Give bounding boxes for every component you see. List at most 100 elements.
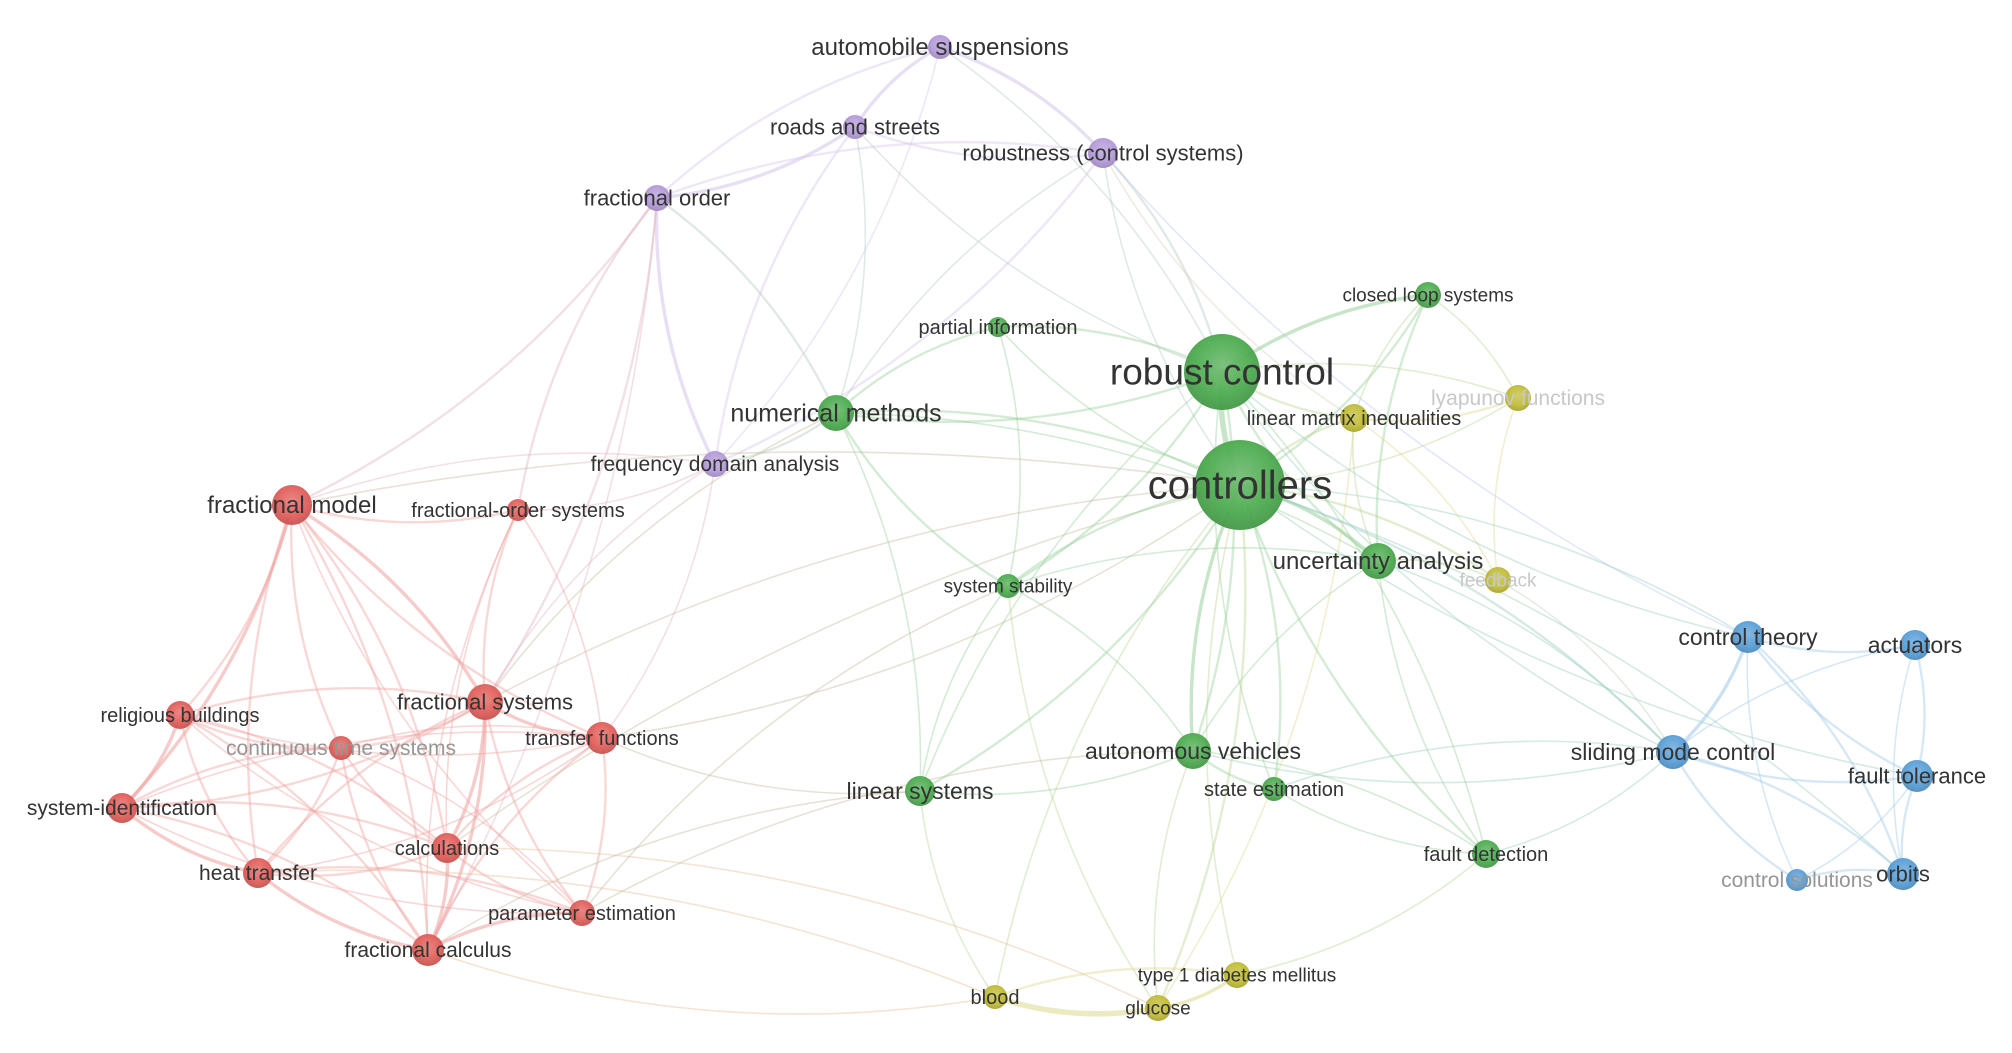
label-fractional-systems: fractional systems: [397, 689, 573, 714]
edge: [834, 370, 1224, 423]
node-fractional-systems[interactable]: [467, 684, 503, 720]
node-fractional-calculus[interactable]: [412, 934, 444, 966]
node-state-estimation[interactable]: [1262, 777, 1286, 801]
node-religious-buildings[interactable]: [166, 701, 194, 729]
node-fault-detection[interactable]: [1472, 840, 1500, 868]
node-orbits[interactable]: [1887, 858, 1919, 890]
node-type-1-diabetes-mellitus[interactable]: [1224, 962, 1250, 988]
edge: [178, 687, 487, 717]
label-robustness-control-systems: robustness (control systems): [962, 140, 1243, 165]
edge: [601, 484, 1241, 739]
node-frequency-domain-analysis[interactable]: [702, 451, 728, 477]
node-robust-control[interactable]: [1184, 334, 1260, 410]
node-lyapunov-functions[interactable]: [1505, 385, 1531, 411]
edge: [517, 463, 716, 511]
label-sliding-mode-control: sliding mode control: [1571, 739, 1776, 765]
label-parameter-estimation: parameter estimation: [488, 903, 676, 925]
label-heat-transfer: heat transfer: [199, 862, 317, 885]
edge: [427, 197, 658, 951]
edge: [994, 484, 1241, 998]
node-fractional-order-systems[interactable]: [507, 499, 529, 521]
label-control-theory: control theory: [1678, 624, 1818, 650]
node-linear-matrix-inequalities[interactable]: [1340, 404, 1368, 432]
edge: [1671, 635, 1750, 754]
node-roads-and-streets[interactable]: [843, 115, 867, 139]
edge: [854, 126, 1223, 373]
edge: [1493, 397, 1519, 581]
edge: [120, 503, 294, 810]
node-automobile-suspensions[interactable]: [928, 35, 952, 59]
edge: [178, 713, 260, 875]
node-control-solutions[interactable]: [1786, 869, 1808, 891]
edge: [1238, 483, 1675, 754]
edge: [120, 746, 343, 810]
edges-layer: [120, 45, 1926, 1017]
node-uncertainty-analysis[interactable]: [1360, 543, 1396, 579]
label-automobile-suspensions: automobile suspensions: [811, 34, 1069, 61]
label-state-estimation: state estimation: [1204, 779, 1344, 801]
edge: [1007, 585, 1194, 752]
edge: [290, 196, 659, 507]
node-closed-loop-systems[interactable]: [1415, 282, 1441, 308]
edge: [446, 847, 1159, 1009]
edge: [1205, 484, 1241, 976]
edge: [426, 911, 584, 952]
node-numerical-methods[interactable]: [818, 395, 854, 431]
node-robustness-control-systems[interactable]: [1088, 138, 1118, 168]
edge: [179, 714, 583, 914]
node-autonomous-vehicles[interactable]: [1175, 733, 1211, 769]
node-glucose[interactable]: [1145, 995, 1171, 1021]
edge: [1273, 740, 1674, 790]
edge: [516, 196, 659, 512]
node-system-identification[interactable]: [107, 793, 137, 823]
node-actuators[interactable]: [1900, 630, 1930, 660]
edge: [1102, 152, 1241, 486]
edge: [1671, 750, 1905, 876]
edge: [1239, 484, 1918, 777]
node-heat-transfer[interactable]: [243, 858, 273, 888]
edge: [445, 509, 519, 849]
node-feedback[interactable]: [1485, 567, 1511, 593]
label-numerical-methods: numerical methods: [730, 400, 941, 428]
node-controllers[interactable]: [1195, 440, 1285, 530]
edge: [655, 45, 942, 200]
node-blood[interactable]: [983, 985, 1007, 1009]
label-partial-information: partial information: [919, 317, 1078, 339]
label-frequency-domain-analysis: frequency domain analysis: [591, 453, 840, 476]
node-parameter-estimation[interactable]: [569, 900, 595, 926]
node-transfer-functions[interactable]: [586, 722, 618, 754]
edge: [1236, 853, 1487, 976]
node-fractional-model[interactable]: [272, 485, 312, 525]
label-autonomous-vehicles: autonomous vehicles: [1085, 738, 1301, 764]
edge: [256, 865, 584, 915]
edge: [120, 806, 430, 952]
label-fractional-model: fractional model: [207, 492, 376, 519]
label-feedback: feedback: [1459, 570, 1537, 591]
edge: [1796, 775, 1918, 881]
node-sliding-mode-control[interactable]: [1656, 735, 1690, 769]
node-control-theory[interactable]: [1732, 621, 1764, 653]
edge: [1156, 483, 1247, 1010]
edge: [1672, 644, 1916, 753]
node-partial-information[interactable]: [988, 317, 1008, 337]
edge: [1273, 788, 1487, 855]
edge: [256, 871, 430, 952]
edge: [938, 45, 1105, 155]
edge: [919, 750, 1194, 796]
node-system-stability[interactable]: [996, 574, 1020, 598]
node-continuous-time-systems[interactable]: [329, 736, 353, 760]
edge: [713, 151, 1105, 466]
edge: [834, 411, 1010, 588]
edge: [120, 806, 260, 875]
edge: [120, 700, 487, 810]
edge: [484, 463, 716, 703]
node-linear-systems[interactable]: [905, 776, 935, 806]
node-fractional-order[interactable]: [644, 185, 670, 211]
edge: [835, 412, 922, 792]
label-glucose: glucose: [1125, 998, 1191, 1019]
node-fault-tolerance[interactable]: [1901, 760, 1933, 792]
node-calculations[interactable]: [432, 833, 462, 863]
edge: [178, 713, 430, 952]
